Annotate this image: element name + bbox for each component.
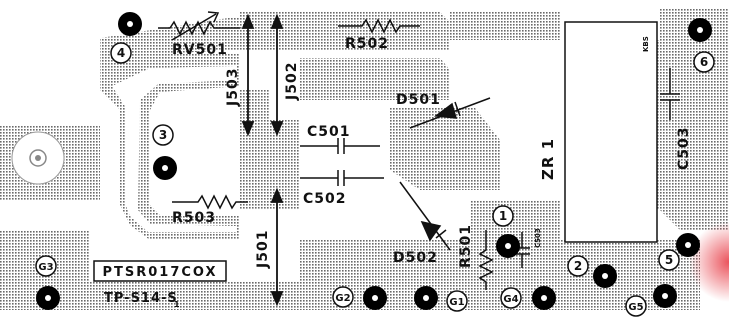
d501-label: D501 bbox=[396, 92, 441, 108]
resistor-r503 bbox=[172, 194, 248, 210]
resistor-rv501 bbox=[158, 11, 240, 41]
part-number-box bbox=[93, 260, 227, 282]
pin-g4-marker bbox=[500, 287, 522, 309]
pin-g3-marker bbox=[35, 255, 57, 277]
pin-1-marker bbox=[492, 205, 514, 227]
pin-4-label: 4 bbox=[117, 46, 125, 60]
pin-g1-marker bbox=[446, 290, 468, 312]
pin-2-label: 2 bbox=[574, 259, 582, 273]
pin-1-label: 1 bbox=[499, 209, 507, 223]
test-point-label: TP-S14-S bbox=[104, 291, 178, 306]
pin-5-marker bbox=[658, 249, 680, 271]
pin-g1-label: G1 bbox=[449, 297, 464, 308]
j503-label: J503 bbox=[225, 68, 241, 107]
c502-label: C502 bbox=[303, 191, 347, 207]
pin-5-label: 5 bbox=[665, 253, 673, 267]
pin-4-marker bbox=[110, 42, 132, 64]
pin-6-marker bbox=[693, 51, 715, 73]
zr1-label: ZR 1 bbox=[539, 138, 557, 180]
pin-g2-label: G2 bbox=[335, 293, 350, 304]
ic-zr1 bbox=[564, 21, 658, 243]
pin-3-marker bbox=[152, 124, 174, 146]
j501-label: J501 bbox=[255, 230, 271, 269]
pin-g5-label: G5 bbox=[628, 302, 643, 313]
solder-pads bbox=[36, 12, 712, 310]
pin-g2-marker bbox=[332, 286, 354, 308]
pin-3-label: 3 bbox=[159, 128, 167, 142]
rv501-label: RV501 bbox=[172, 42, 228, 58]
resistor-r502 bbox=[338, 18, 420, 34]
c501-label: C501 bbox=[307, 124, 351, 140]
r503-label: R503 bbox=[172, 210, 216, 226]
capacitors bbox=[300, 68, 680, 268]
resistor-r501 bbox=[478, 230, 494, 290]
ic-mark: KBS bbox=[642, 36, 650, 52]
diodes bbox=[399, 97, 491, 251]
pin-g4-label: G4 bbox=[503, 294, 518, 305]
mounting-hole bbox=[11, 131, 65, 185]
r502-label: R502 bbox=[345, 36, 389, 52]
jumpers bbox=[241, 13, 284, 307]
c503-label: C503 bbox=[676, 127, 692, 171]
c503-small-label: C503 bbox=[534, 228, 542, 248]
pin-2-marker bbox=[567, 255, 589, 277]
pin-markers bbox=[35, 42, 715, 317]
part-number: PTSR017COX bbox=[102, 265, 217, 280]
d502-label: D502 bbox=[393, 250, 438, 266]
test-point-subscript: 1 bbox=[174, 300, 180, 309]
pin-g3-label: G3 bbox=[38, 262, 53, 273]
j502-label: J502 bbox=[284, 62, 300, 101]
pin-6-label: 6 bbox=[700, 55, 708, 69]
r501-label: R501 bbox=[458, 224, 474, 268]
pin-g5-marker bbox=[625, 295, 647, 317]
